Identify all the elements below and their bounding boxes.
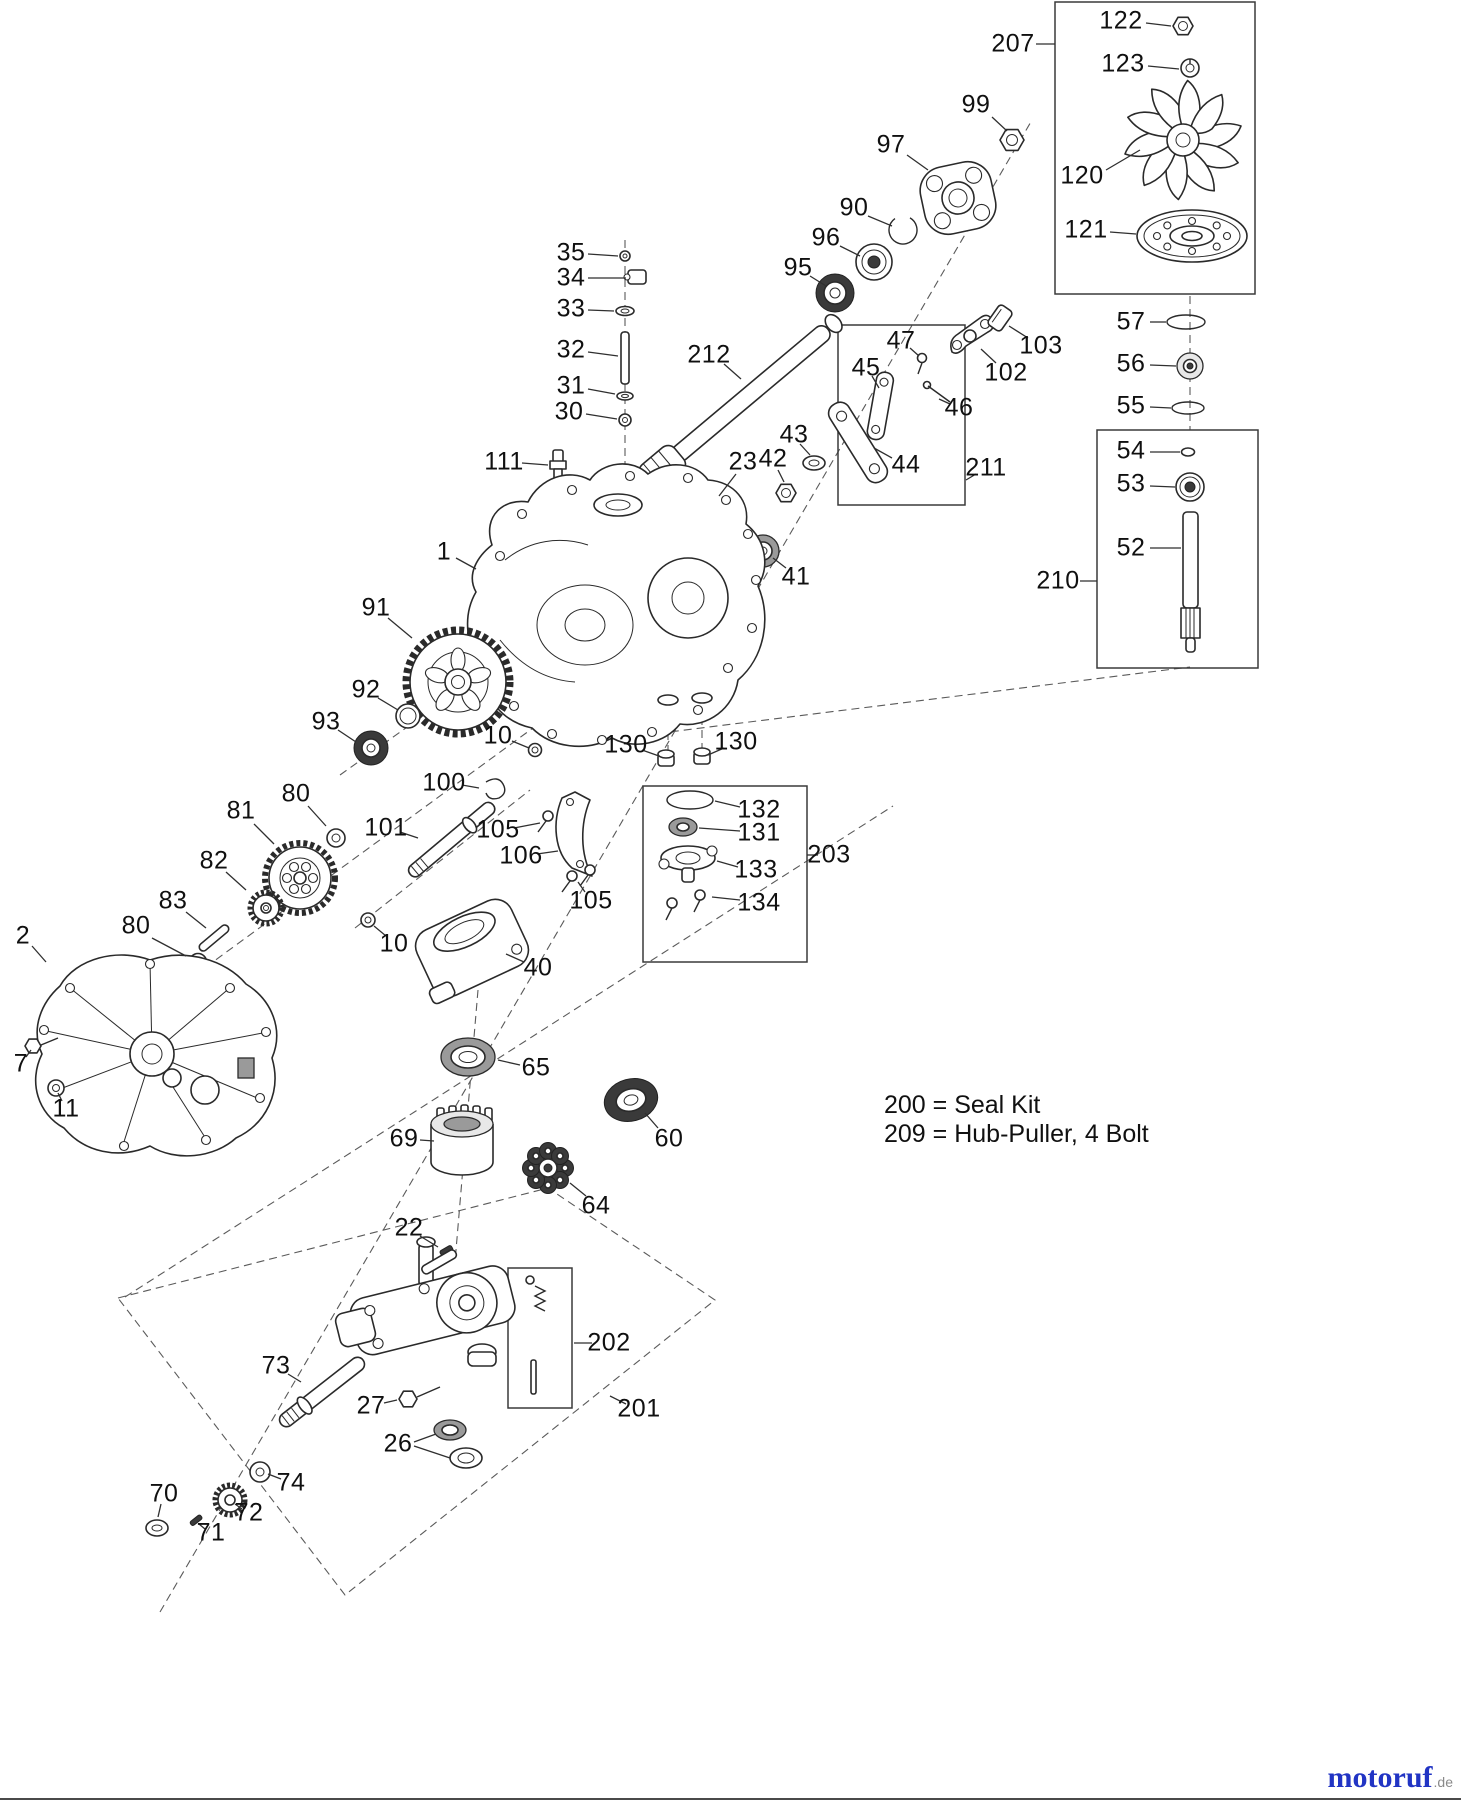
gear-part-91 xyxy=(402,626,514,738)
pulley-part-121 xyxy=(1136,209,1248,263)
clip-part-103 xyxy=(987,304,1013,332)
pump-shaft-part-73 xyxy=(278,1356,366,1428)
bearing-part-53 xyxy=(1175,472,1205,502)
brake-pack-part-69 xyxy=(430,1104,494,1176)
bearing-part-56 xyxy=(1176,352,1204,380)
gear-part-81 xyxy=(262,840,338,916)
kit-201-outline xyxy=(117,1187,716,1596)
seals-part-26 xyxy=(433,1419,483,1469)
plug-part-130b xyxy=(693,747,711,765)
bearing-part-131 xyxy=(668,817,698,837)
snap-ring-part-90 xyxy=(888,215,918,245)
clip-part-100 xyxy=(485,778,506,800)
shaft-part-101 xyxy=(407,801,496,878)
washer-part-74 xyxy=(249,1461,271,1483)
bolt-part-27 xyxy=(398,1386,441,1408)
bearing-part-95 xyxy=(815,273,855,313)
pump-outlet-part xyxy=(467,1343,497,1367)
kit-210-box xyxy=(1096,429,1259,669)
valve-spring-part-202 xyxy=(525,1275,547,1395)
legend-notes: 200 = Seal Kit 209 = Hub-Puller, 4 Bolt xyxy=(884,1091,1149,1149)
pump-post-part xyxy=(416,1236,458,1289)
fan-part-120 xyxy=(1124,79,1242,201)
bottom-rule xyxy=(0,1798,1461,1800)
kit-203-box xyxy=(642,785,808,963)
ring-part-92 xyxy=(395,703,421,729)
screws-part-105b xyxy=(561,864,596,893)
pump-body-part xyxy=(334,1265,516,1356)
ring-part-55 xyxy=(1171,401,1205,415)
kit-207-box xyxy=(1054,1,1256,295)
axle-shaft-part-52 xyxy=(1180,511,1201,653)
bracket-part-44 xyxy=(827,401,889,484)
seal-part-65 xyxy=(440,1037,496,1077)
note-seal-kit: 200 = Seal Kit xyxy=(884,1091,1041,1119)
gear-part-72 xyxy=(212,1482,248,1518)
watermark-brand: motoruf xyxy=(1327,1761,1433,1794)
nut-part-99 xyxy=(999,128,1025,152)
bolt-part-47 xyxy=(916,352,928,375)
bearing-part-96 xyxy=(855,243,893,281)
callout-leader-lines xyxy=(25,22,1181,1530)
washer-part-10b xyxy=(360,912,376,928)
pin-part-71 xyxy=(189,1514,203,1526)
watermark: motoruf.de xyxy=(1328,1761,1453,1795)
bearing-part-60 xyxy=(603,1078,659,1122)
bracket-part-45 xyxy=(866,371,895,441)
snap-ring-part-57 xyxy=(1166,314,1206,330)
nut-part-42 xyxy=(775,483,797,503)
watermark-tld: .de xyxy=(1433,1774,1453,1790)
pinion-part-82 xyxy=(247,889,285,927)
wheel-hub-part-97 xyxy=(919,160,997,236)
flange-part-133 xyxy=(658,845,718,883)
pin-part-46 xyxy=(922,380,951,403)
washer-part-11 xyxy=(47,1079,65,1097)
note-hub-puller: 209 = Hub-Puller, 4 Bolt xyxy=(884,1120,1149,1148)
screw-part-105a xyxy=(537,810,554,833)
kit-202-box xyxy=(507,1267,573,1409)
kit-211-box xyxy=(837,324,966,506)
washer-part-43 xyxy=(802,455,826,471)
washer-part-54 xyxy=(1180,447,1196,457)
fastener-stack-30-35 xyxy=(615,250,647,427)
kit-boxes xyxy=(507,1,1259,1409)
washer-part-80a xyxy=(326,828,346,848)
side-cover-part-2 xyxy=(34,954,278,1157)
pin-part-83 xyxy=(198,924,230,952)
construction-lines xyxy=(117,119,1191,1613)
washer-part-10a xyxy=(527,742,543,758)
bolt-part-7 xyxy=(24,1037,59,1054)
oring-part-132 xyxy=(666,790,714,810)
end-cap-part-40 xyxy=(414,898,530,1005)
nut-part-122 xyxy=(1172,16,1194,36)
lever-part-102 xyxy=(950,314,995,354)
washer-part-70 xyxy=(145,1519,169,1537)
plug-part-130a xyxy=(657,749,675,767)
washer-part-123 xyxy=(1180,58,1200,78)
guard-part-106 xyxy=(555,791,593,877)
bearing-part-93 xyxy=(353,730,389,766)
housing-part-1 xyxy=(466,463,766,748)
gear-cluster-part-64 xyxy=(522,1142,574,1194)
screws-part-134 xyxy=(665,889,706,921)
